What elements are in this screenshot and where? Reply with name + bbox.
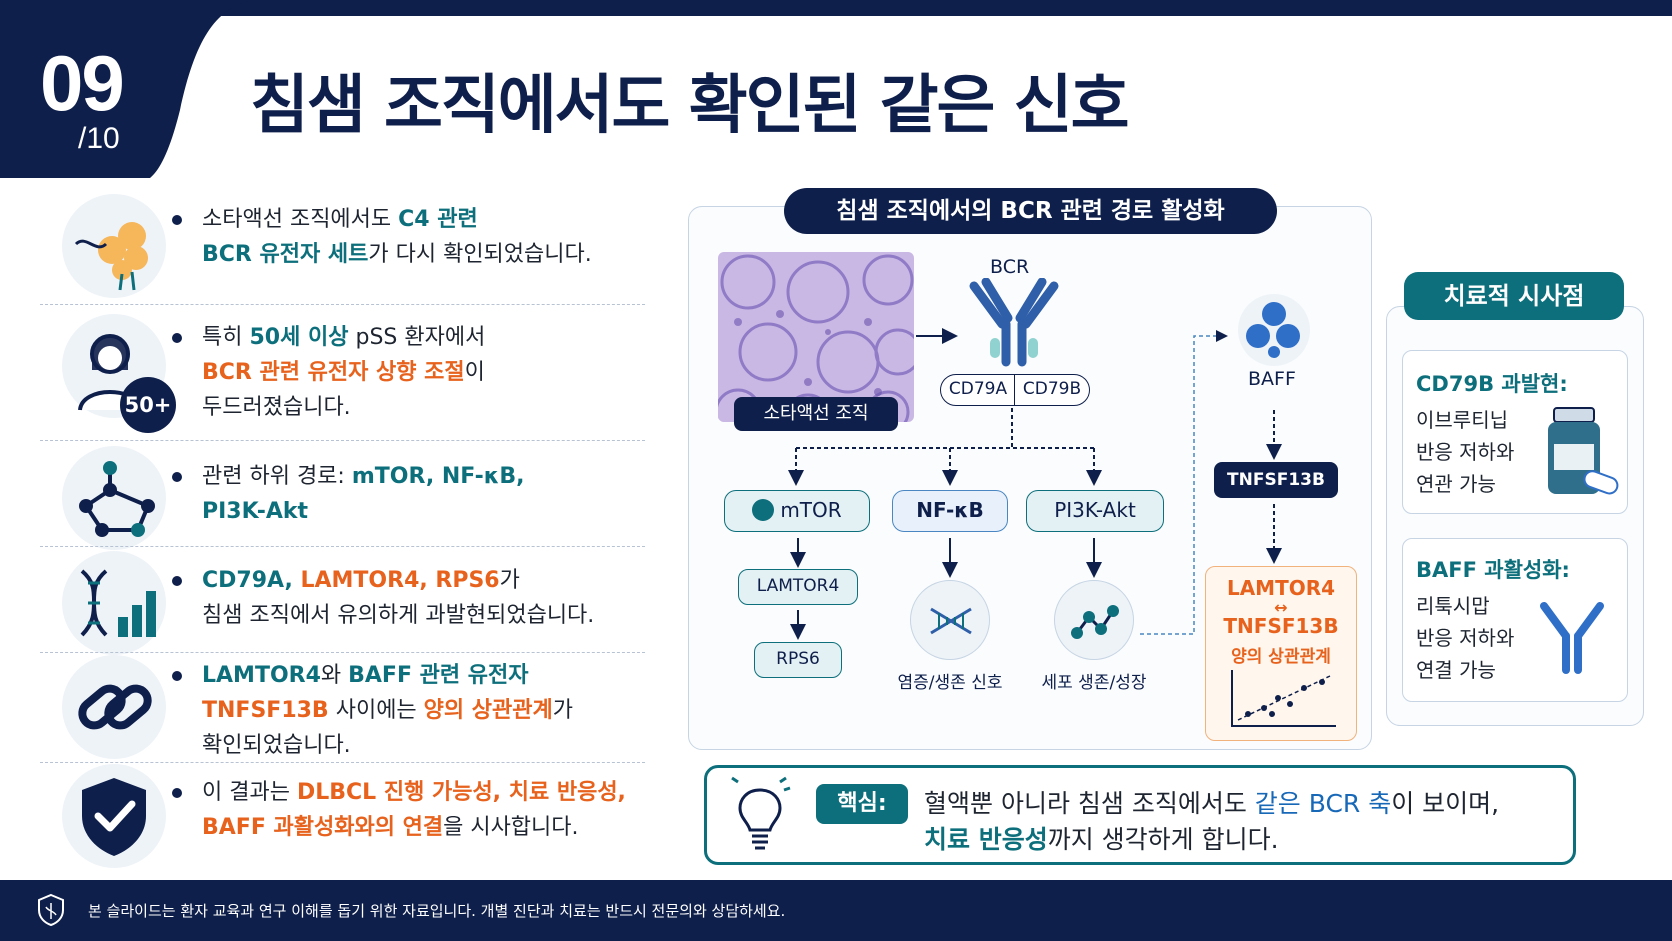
key-badge: 핵심: (816, 784, 908, 824)
bullet (172, 671, 182, 681)
finding-4-text: CD79A, LAMTOR4, RPS6가 침샘 조직에서 유의하게 과발현되었… (202, 568, 595, 628)
bcr-receptor-icon (969, 278, 1059, 367)
footer-bar (0, 880, 1672, 941)
implication-line: 리툭시맙 (1416, 594, 1490, 618)
divider (40, 546, 645, 547)
implication-head: CD79B 과발현: (1416, 372, 1568, 396)
finding-3-text: 관련 하위 경로: mTOR, NF-κB, PI3K-Akt (202, 464, 525, 524)
diagram-title: 침샘 조직에서의 BCR 관련 경로 활성화 (784, 188, 1277, 234)
page-title: 침샘 조직에서도 확인된 같은 신호 (250, 69, 1129, 143)
divider (40, 652, 645, 653)
cell-growth-icon (1054, 580, 1134, 660)
salivary-gland-icon (62, 194, 166, 298)
mtor-icon (752, 499, 775, 521)
divider (40, 304, 645, 305)
corr-positive-label: 양의 상관관계 (1231, 647, 1331, 667)
tissue-label: 소타액선 조직 (734, 397, 898, 431)
correlation-box (1205, 566, 1357, 741)
rps6-node: RPS6 (754, 642, 842, 678)
bullet (172, 472, 182, 482)
inflammation-signal-icon (910, 580, 990, 660)
scatter-plot-icon (1231, 670, 1336, 727)
cd79b-pill: CD79B (1014, 374, 1090, 406)
medical-shield-icon (38, 893, 64, 927)
pi3k-akt-node: PI3K-Akt (1026, 490, 1164, 532)
cd79a-pill: CD79A (940, 374, 1016, 406)
chain-link-icon (62, 655, 166, 759)
implication-line: 반응 저하와 (1416, 440, 1515, 464)
mtor-node: mTOR (724, 490, 870, 532)
bcr-label: BCR (990, 256, 1030, 278)
tnfsf13b-pill: TNFSF13B (1214, 462, 1338, 498)
top-bar (0, 0, 1672, 16)
header-number-shape (0, 0, 250, 178)
key-message-line2: 치료 반응성까지 생각하게 합니다. (924, 825, 1279, 854)
corr-arrow: ↔ (1274, 598, 1288, 617)
finding-1-text: 소타액선 조직에서도 C4 관련 BCR 유전자 세트가 다시 확인되었습니다. (202, 207, 592, 267)
pathway-network-icon (62, 446, 166, 550)
slide-number: 09 (40, 39, 125, 127)
implications-title: 치료적 시사점 (1404, 272, 1624, 320)
implication-line: 이브루티닙 (1416, 408, 1508, 432)
footer-disclaimer: 본 슬라이드는 환자 교육과 연구 이해를 돕기 위한 자료입니다. 개별 진단… (88, 902, 786, 920)
implication-line: 반응 저하와 (1416, 626, 1515, 650)
finding-2-text: 특히 50세 이상 pSS 환자에서 BCR 관련 유전자 상향 조절이 두드러… (202, 325, 486, 420)
age-50-plus-badge: 50+ (120, 377, 176, 433)
dna-bar-chart-icon (62, 551, 166, 655)
antibody-icon (1540, 602, 1604, 674)
tissue-histology-image (718, 252, 914, 422)
lamtor4-node: LAMTOR4 (738, 569, 858, 605)
implication-line: 연관 가능 (1416, 472, 1496, 496)
bullet (172, 788, 182, 798)
corr-tnfsf13b: TNFSF13B (1223, 614, 1339, 638)
baff-label: BAFF (1248, 368, 1296, 390)
bullet (172, 576, 182, 586)
corr-lamtor4: LAMTOR4 (1226, 576, 1336, 600)
lightbulb-icon (731, 776, 791, 850)
nfkb-node: NF-κB (892, 490, 1008, 532)
slide-total: /10 (78, 122, 120, 155)
implication-head: BAFF 과활성화: (1416, 558, 1570, 582)
shield-check-icon (62, 764, 166, 868)
nfkb-outcome-label: 염증/생존 신호 (897, 673, 1003, 693)
bullet (172, 215, 182, 225)
pi3k-outcome-label: 세포 생존/성장 (1041, 673, 1147, 693)
bullet (172, 333, 182, 343)
baff-icon (1238, 294, 1310, 366)
divider (40, 762, 645, 763)
finding-5-text: LAMTOR4와 BAFF 관련 유전자 TNFSF13B 사이에는 양의 상관… (202, 663, 574, 758)
key-message-line1: 혈액뿐 아니라 침샘 조직에서도 같은 BCR 축이 보이며, (924, 789, 1500, 818)
finding-6-text: 이 결과는 DLBCL 진행 가능성, 치료 반응성, BAFF 과활성화와의 … (202, 780, 626, 840)
divider (40, 440, 645, 441)
implication-line: 연결 가능 (1416, 658, 1496, 682)
medicine-bottle-icon (1548, 407, 1619, 495)
